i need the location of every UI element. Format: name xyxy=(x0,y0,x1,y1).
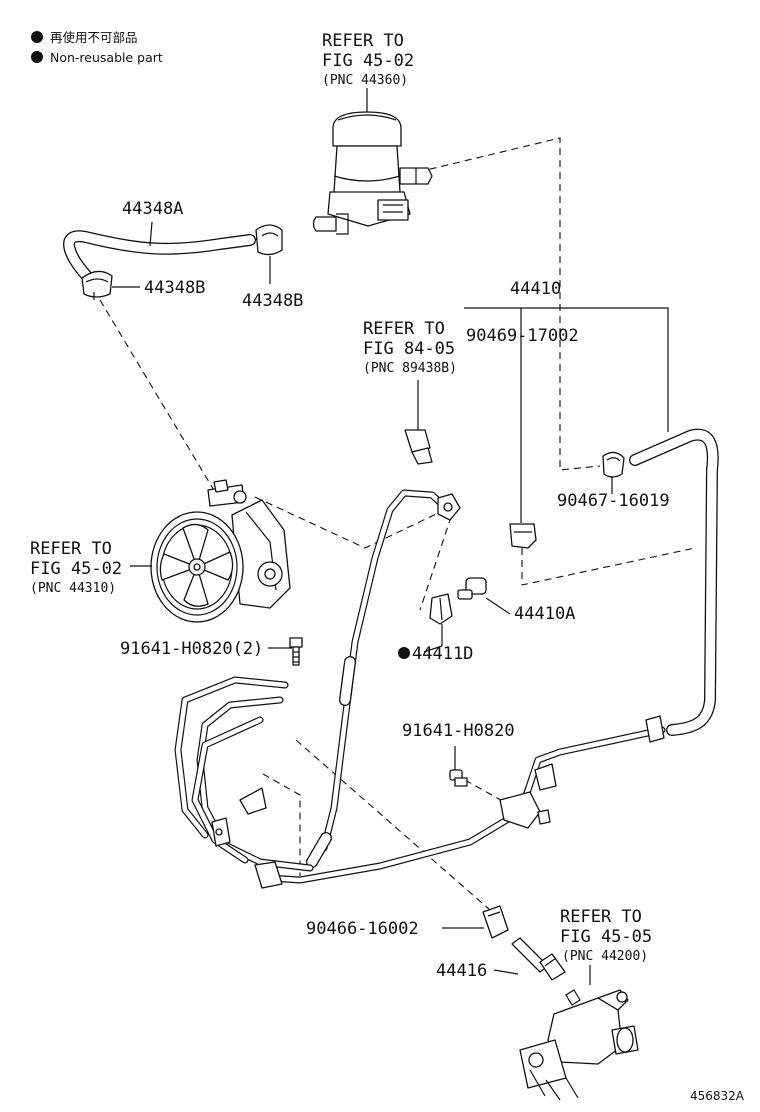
union-90466-16002[interactable] xyxy=(482,905,509,939)
clamp-44348B-center[interactable] xyxy=(255,224,283,256)
bolt-91641-H0820-2[interactable] xyxy=(289,637,303,666)
clamp-90467-16019[interactable] xyxy=(602,451,625,478)
refer-line1: REFER TO xyxy=(363,319,445,339)
bracket-44411D[interactable] xyxy=(429,593,453,625)
label-44348A[interactable]: 44348A xyxy=(122,199,183,219)
legend-english: Non-reusable part xyxy=(50,50,163,65)
label-44348B-left[interactable]: 44348B xyxy=(144,278,205,298)
refer-line1: REFER TO xyxy=(30,539,112,559)
refer-line3: (PNC 44200) xyxy=(562,949,648,964)
callout-refer-pump[interactable]: REFER TO FIG 45-02 (PNC 44310) xyxy=(30,539,122,596)
legend-japanese: 再使用不可部品 xyxy=(50,30,138,45)
callout-refer-sensor[interactable]: REFER TO FIG 84-05 (PNC 89438B) xyxy=(363,319,457,376)
non-reusable-bullet-icon xyxy=(398,647,410,659)
label-90467-16019[interactable]: 90467-16019 xyxy=(557,491,670,511)
callout-refer-gear[interactable]: REFER TO FIG 45-05 (PNC 44200) xyxy=(560,907,652,964)
figure-code: 456832A xyxy=(690,1089,745,1103)
pressure-sensor[interactable] xyxy=(404,380,433,465)
reservoir-tank[interactable] xyxy=(312,111,433,235)
tube-44416[interactable] xyxy=(511,937,566,981)
power-steering-pump[interactable] xyxy=(150,479,291,623)
refer-line2: FIG 45-05 xyxy=(560,927,652,947)
label-91641-H0820[interactable]: 91641-H0820 xyxy=(402,721,515,741)
leader-dashes xyxy=(99,137,696,911)
label-91641-H0820-2[interactable]: 91641-H0820(2) xyxy=(120,639,263,659)
label-44348B-center[interactable]: 44348B xyxy=(242,291,303,311)
pressure-pipe[interactable] xyxy=(196,489,461,872)
clip-90469-17002[interactable] xyxy=(509,345,537,549)
label-44410A[interactable]: 44410A xyxy=(514,604,575,624)
label-44411D[interactable]: 44411D xyxy=(412,644,473,664)
non-reusable-bullet-icon xyxy=(31,31,43,43)
refer-line1: REFER TO xyxy=(322,31,404,51)
refer-line3: (PNC 89438B) xyxy=(363,361,457,376)
return-pipe-44410[interactable] xyxy=(174,428,719,889)
non-reusable-bullet-icon xyxy=(31,51,43,63)
refer-line1: REFER TO xyxy=(560,907,642,927)
label-leaders xyxy=(112,88,669,985)
refer-line3: (PNC 44310) xyxy=(30,581,116,596)
label-44410[interactable]: 44410 xyxy=(510,279,561,299)
refer-line2: FIG 84-05 xyxy=(363,339,455,359)
refer-line2: FIG 45-02 xyxy=(30,559,122,579)
callout-refer-reservoir[interactable]: REFER TO FIG 45-02 (PNC 44360) xyxy=(322,31,414,88)
refer-line3: (PNC 44360) xyxy=(322,73,408,88)
refer-line2: FIG 45-02 xyxy=(322,51,414,71)
bolt-44410A[interactable] xyxy=(457,577,487,600)
label-44416[interactable]: 44416 xyxy=(436,961,487,981)
label-90466-16002[interactable]: 90466-16002 xyxy=(306,919,419,939)
bolt-91641-H0820[interactable] xyxy=(449,769,468,787)
label-90469-17002[interactable]: 90469-17002 xyxy=(466,326,579,346)
clamp-44348B-left[interactable] xyxy=(81,270,113,300)
steering-gear[interactable] xyxy=(519,989,639,1101)
hose-44348A[interactable] xyxy=(63,230,256,291)
legend: 再使用不可部品 Non-reusable part xyxy=(31,30,163,65)
